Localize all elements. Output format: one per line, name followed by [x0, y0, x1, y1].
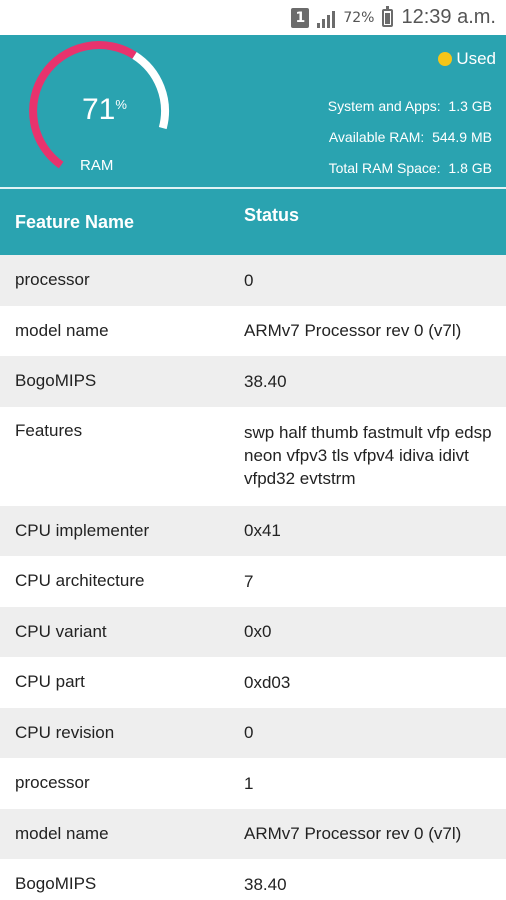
feature-name-cell: Features [15, 420, 83, 440]
feature-name-cell: CPU revision [15, 722, 115, 742]
status-cell: ARMv7 Processor rev 0 (v7l) [244, 824, 462, 844]
table-row: Features swp half thumb fastmult vfp edsp… [0, 407, 506, 506]
status-bar: 1 72% 12:39 a.m. [0, 0, 506, 35]
table-row: processor 0 [0, 255, 506, 306]
gauge-used-arc [29, 41, 137, 169]
ram-percent: 71% [82, 93, 127, 126]
feature-name-cell: CPU implementer [15, 520, 150, 540]
table-row: CPU revision 0 [0, 707, 506, 758]
table-row: CPU architecture 7 [0, 556, 506, 607]
status-cell: 0x41 [244, 521, 281, 541]
stat-total-ram: Total RAM Space: 1.8 GB [328, 160, 492, 176]
status-cell: 38.40 [244, 371, 287, 391]
table-row: CPU part 0xd03 [0, 657, 506, 708]
table-row: processor 1 [0, 758, 506, 809]
header-divider [0, 187, 506, 189]
status-cell: ARMv7 Processor rev 0 (v7l) [244, 321, 462, 341]
legend-used: Used [438, 49, 496, 69]
stat-available-ram: Available RAM: 544.9 MB [328, 129, 492, 145]
feature-name-cell: processor [15, 270, 90, 290]
ram-stats: System and Apps: 1.3 GB Available RAM: 5… [328, 91, 492, 184]
feature-name-cell: BogoMIPS [15, 874, 97, 894]
feature-name-cell: model name [15, 823, 109, 843]
column-status: Status [244, 205, 300, 225]
status-cell: swp half thumb fastmult vfp edsp neon vf… [244, 422, 492, 488]
clock: 12:39 a.m. [401, 6, 496, 28]
status-cell: 0x0 [244, 622, 272, 642]
feature-name-cell: model name [15, 320, 109, 340]
battery-icon [382, 5, 394, 27]
legend-label: Used [456, 49, 496, 68]
status-cell: 0 [244, 270, 254, 290]
table-row: CPU variant 0x0 [0, 606, 506, 657]
table-row: CPU implementer 0x41 [0, 505, 506, 556]
status-cell: 0xd03 [244, 672, 291, 692]
notification-icon: 1 [291, 7, 310, 28]
battery-percent: 72% [343, 9, 375, 26]
status-cell: 0 [244, 723, 254, 743]
status-cell: 38.40 [244, 874, 287, 894]
status-cell: 7 [244, 571, 254, 591]
status-cell: 1 [244, 773, 254, 793]
stat-system-apps: System and Apps: 1.3 GB [327, 98, 492, 114]
gauge-free-arc [132, 51, 169, 130]
table-header: Feature Name Status [0, 189, 506, 255]
ram-summary: 71% RAM Used System and Apps: 1.3 GB Ava… [0, 35, 506, 187]
column-feature-name: Feature Name [15, 211, 135, 232]
ram-label: RAM [80, 157, 114, 174]
feature-name-cell: processor [15, 773, 90, 793]
feature-name-cell: CPU variant [15, 621, 107, 641]
table-row: model name ARMv7 Processor rev 0 (v7l) [0, 808, 506, 859]
feature-name-cell: CPU part [15, 672, 85, 692]
ram-gauge [29, 41, 169, 169]
feature-name-cell: CPU architecture [15, 571, 145, 591]
feature-name-cell: BogoMIPS [15, 371, 97, 391]
used-dot-icon [438, 52, 453, 66]
table-row: model name ARMv7 Processor rev 0 (v7l) [0, 306, 506, 357]
table-row: BogoMIPS 38.40 [0, 356, 506, 407]
table-row: BogoMIPS 38.40 [0, 859, 506, 900]
signal-icon [317, 8, 336, 28]
